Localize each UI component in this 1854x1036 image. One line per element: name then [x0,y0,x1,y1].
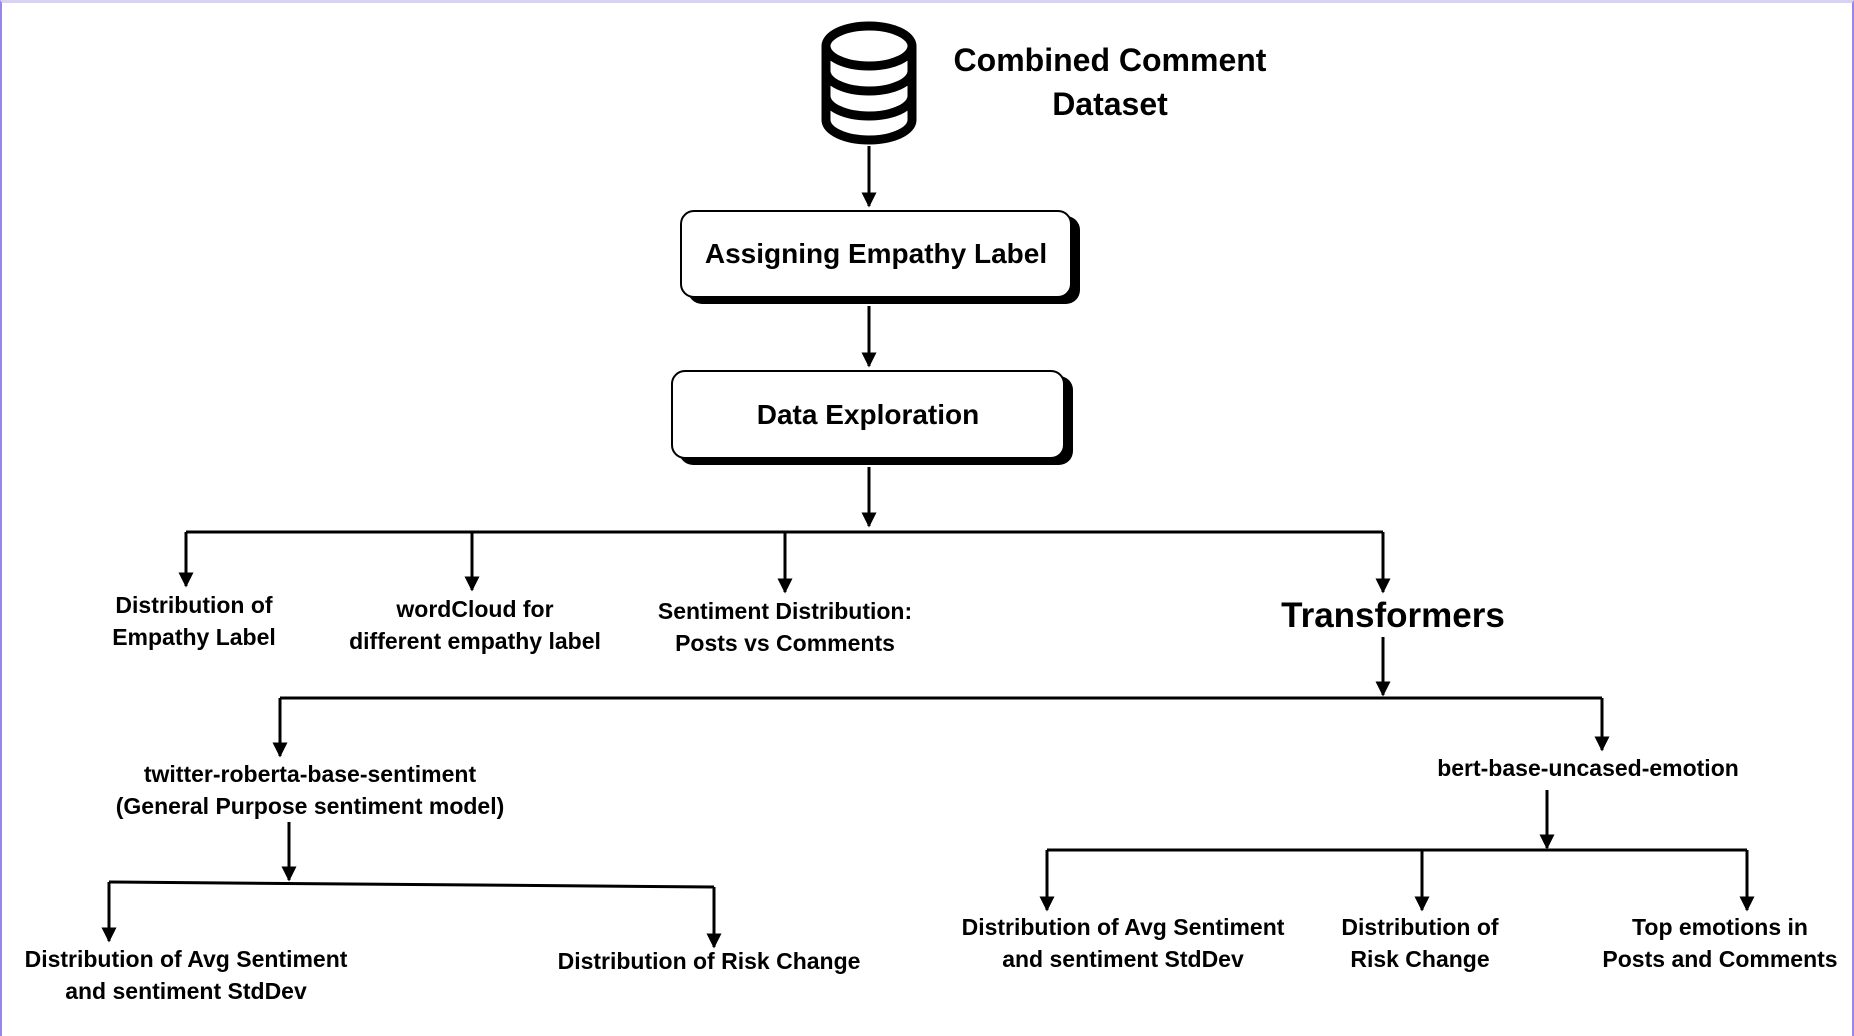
roberta-avg-line1: Distribution of Avg Sentiment [24,946,348,972]
roberta-risk-text: Distribution of Risk Change [557,948,861,974]
roberta-line2: (General Purpose sentiment model) [115,793,505,819]
bert-top-line2: Posts and Comments [1602,946,1838,972]
dataset-title: Combined Comment Dataset [954,38,1267,126]
assign-empathy-label-box: Assigning Empathy Label [680,210,1072,298]
bus-roberta [108,880,715,889]
dist-empathy-line1: Distribution of [115,592,273,618]
database-icon [821,21,917,145]
bert-risk-line2: Risk Change [1350,946,1490,972]
data-exploration-box: Data Exploration [671,370,1065,459]
roberta-line1: twitter-roberta-base-sentiment [143,761,477,787]
roberta-avg-sentiment-node: Distribution of Avg Sentiment and sentim… [25,943,348,1007]
dataset-title-line2: Dataset [1052,86,1168,122]
bert-node: bert-base-uncased-emotion [1437,752,1739,784]
wordcloud-node: wordCloud for different empathy label [349,593,601,657]
roberta-avg-line2: and sentiment StdDev [65,978,307,1004]
bert-avg-line1: Distribution of Avg Sentiment [961,914,1285,940]
dist-empathy-label-node: Distribution of Empathy Label [112,589,276,653]
bert-avg-sentiment-node: Distribution of Avg Sentiment and sentim… [962,911,1285,975]
sentiment-distribution-node: Sentiment Distribution: Posts vs Comment… [658,595,912,659]
wordcloud-line1: wordCloud for [396,596,554,622]
bert-text: bert-base-uncased-emotion [1437,755,1739,781]
bert-risk-line1: Distribution of [1341,914,1499,940]
bert-top-line1: Top emotions in [1632,914,1808,940]
data-exploration-text: Data Exploration [756,398,980,430]
bert-top-emotions-node: Top emotions in Posts and Comments [1602,911,1837,975]
transformers-text: Transformers [1281,596,1505,635]
bert-avg-line2: and sentiment StdDev [1002,946,1244,972]
roberta-risk-change-node: Distribution of Risk Change [558,945,861,977]
bert-risk-change-node: Distribution of Risk Change [1341,911,1498,975]
dataset-title-line1: Combined Comment [953,42,1267,78]
sentiment-dist-line1: Sentiment Distribution: [657,598,913,624]
assign-empathy-label-text: Assigning Empathy Label [704,238,1048,269]
roberta-node: twitter-roberta-base-sentiment (General … [116,758,505,822]
wordcloud-line2: different empathy label [349,628,601,654]
transformers-node: Transformers [1281,594,1505,638]
sentiment-dist-line2: Posts vs Comments [675,630,895,656]
dist-empathy-line2: Empathy Label [112,624,276,650]
